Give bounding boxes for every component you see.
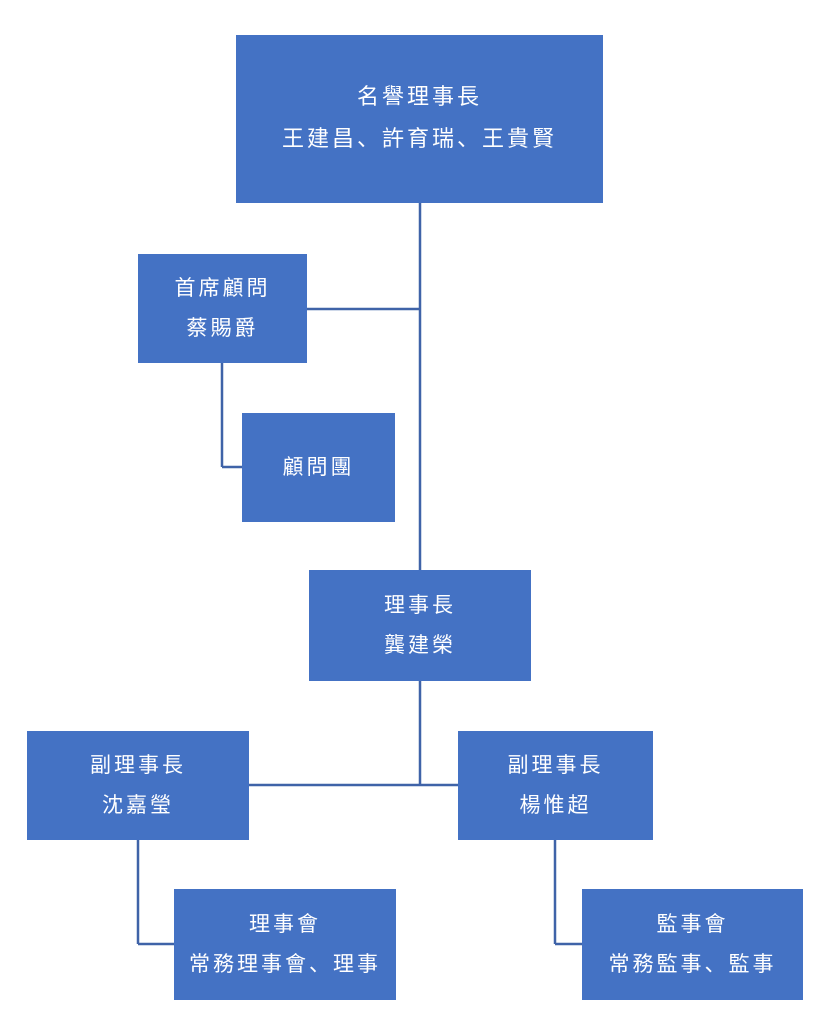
- advisory-group-box: 顧問團: [242, 413, 395, 522]
- vice-chairman-right-title: 副理事長: [507, 752, 604, 777]
- board-of-supervisors-box: 監事會 常務監事、監事: [582, 889, 803, 1000]
- chief-advisor-names: 蔡賜爵: [186, 315, 259, 340]
- honorary-chairman-title: 名譽理事長: [356, 85, 482, 111]
- board-of-directors-members: 常務理事會、理事: [189, 951, 381, 976]
- board-of-directors-box: 理事會 常務理事會、理事: [174, 889, 396, 1000]
- vice-chairman-right-box: 副理事長 楊惟超: [458, 731, 653, 840]
- chairman-names: 龔建榮: [384, 632, 456, 657]
- vice-chairman-left-names: 沈嘉瑩: [102, 792, 174, 817]
- chairman-box: 理事長 龔建榮: [309, 570, 531, 681]
- honorary-chairman-box: 名譽理事長 王建昌、許育瑞、王貴賢: [236, 35, 603, 203]
- board-of-supervisors-title: 監事會: [656, 911, 729, 936]
- vice-chairman-right-names: 楊惟超: [519, 792, 592, 817]
- vice-chairman-left-box: 副理事長 沈嘉瑩: [27, 731, 249, 840]
- advisory-group-title: 顧問團: [282, 454, 355, 479]
- honorary-chairman-names: 王建昌、許育瑞、王貴賢: [281, 127, 557, 152]
- vice-chairman-left-title: 副理事長: [90, 752, 186, 777]
- chief-advisor-title: 首席顧問: [174, 275, 271, 300]
- board-of-directors-title: 理事會: [249, 911, 321, 936]
- chairman-title: 理事長: [384, 592, 456, 617]
- chief-advisor-box: 首席顧問 蔡賜爵: [138, 254, 307, 363]
- board-of-supervisors-members: 常務監事、監事: [608, 951, 777, 976]
